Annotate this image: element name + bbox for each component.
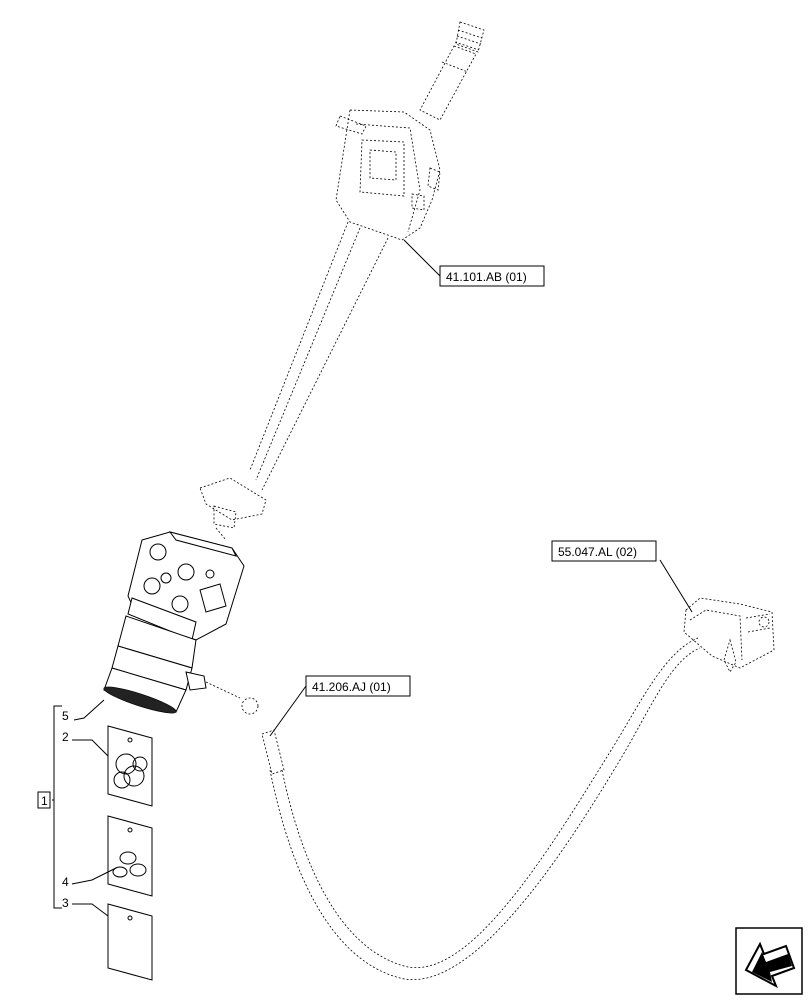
hydraulic-hose [241, 637, 701, 980]
empty-kit-bag [107, 903, 153, 981]
leader-item-5 [73, 699, 105, 721]
seal-kit-bag [107, 725, 153, 807]
ref-hose[interactable]: 41.206.AJ (01) [305, 675, 411, 697]
leader-item-4 [71, 867, 117, 885]
arrow-back-icon[interactable] [735, 927, 803, 995]
leader-item-3 [72, 903, 109, 917]
item-label-3: 3 [62, 896, 69, 910]
leader-item-2 [72, 739, 109, 757]
steering-unit [103, 527, 245, 714]
svg-text:41.101.AB (01): 41.101.AB (01) [446, 270, 527, 284]
leader-valve-block [659, 559, 693, 613]
valve-block [683, 597, 775, 673]
fittings-kit-bag [107, 815, 153, 897]
kit-bracket [53, 705, 62, 909]
kit-number-box [37, 791, 51, 809]
item-label-5: 5 [62, 709, 69, 723]
ref-steering-column[interactable]: 41.101.AB (01) [439, 265, 545, 287]
kit-number: 1 [41, 794, 48, 808]
svg-text:55.047.AL (02): 55.047.AL (02) [558, 545, 637, 559]
leader-steering-column [403, 239, 441, 277]
steering-column [199, 21, 485, 529]
svg-text:41.206.AJ (01): 41.206.AJ (01) [312, 680, 391, 694]
item-label-4: 4 [62, 875, 69, 889]
ref-valve-block[interactable]: 55.047.AL (02) [551, 540, 657, 562]
leader-hose [269, 685, 307, 737]
item-label-2: 2 [62, 730, 69, 744]
